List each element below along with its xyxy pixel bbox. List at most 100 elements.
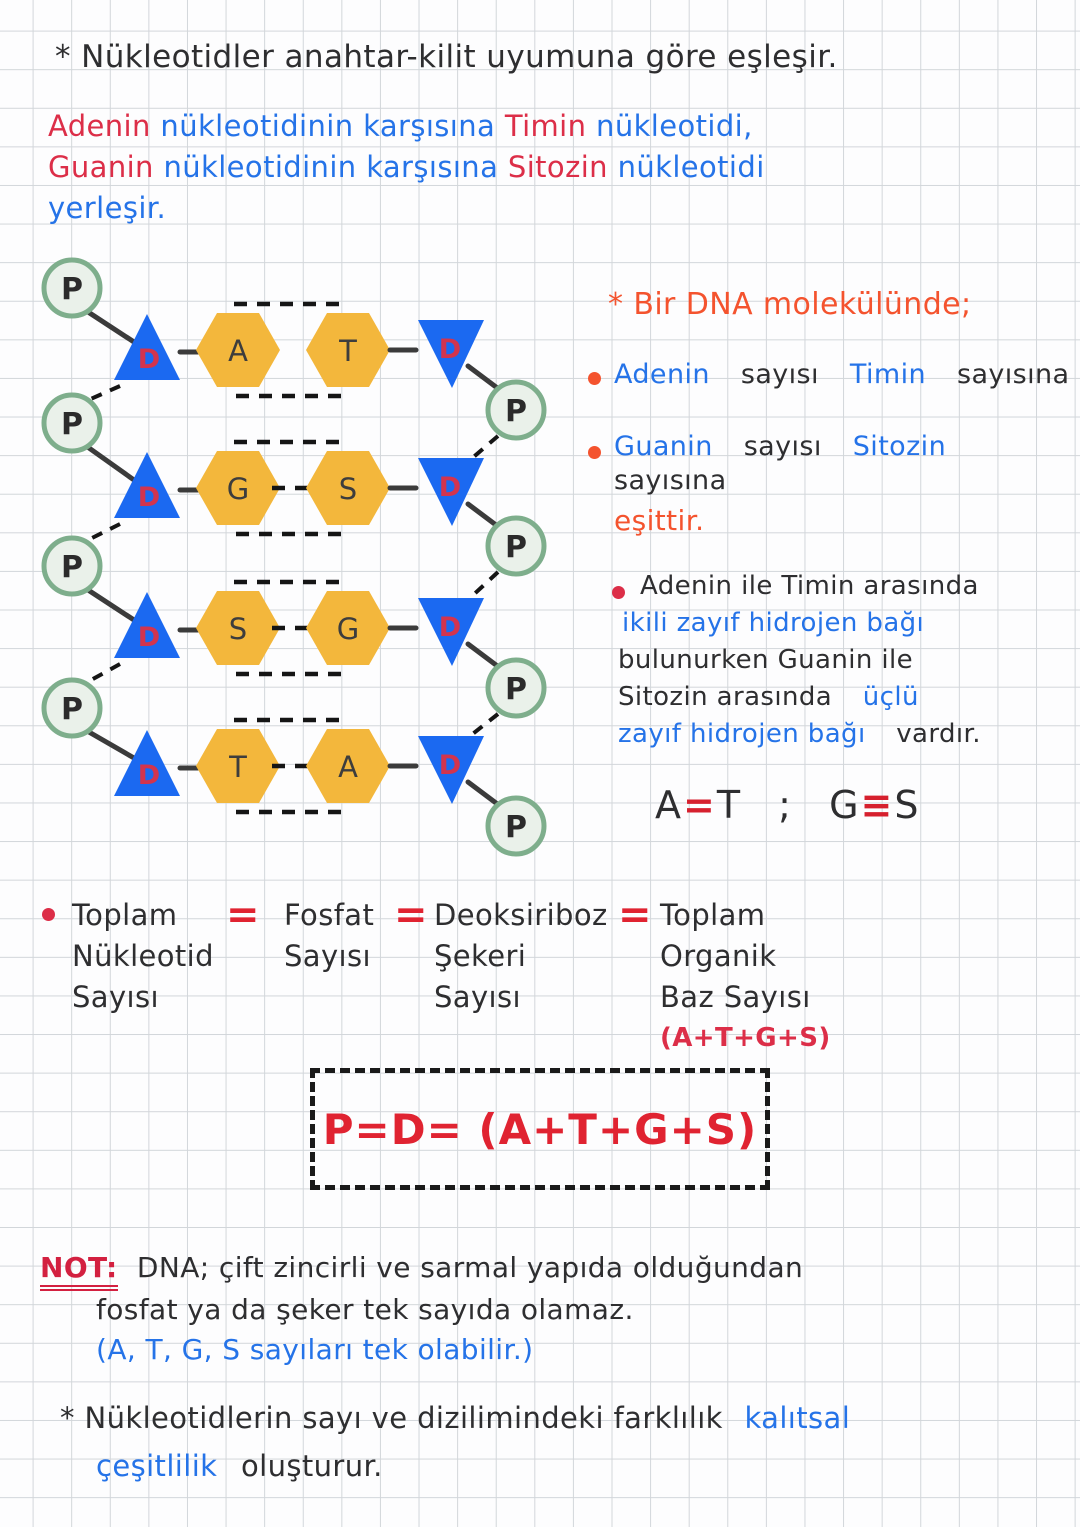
svg-text:P: P: [61, 692, 83, 727]
equals-sign: =: [226, 892, 260, 938]
word-guanin: Guanin: [48, 150, 154, 184]
pairing-paragraph: Adenin nükleotidinin karşısına Timin nük…: [48, 106, 1058, 229]
base-hexagon-icon: [196, 451, 280, 525]
text-baz-sayisi: Baz Sayısı: [660, 980, 811, 1014]
deoxyribose-triangle-icon: [418, 736, 484, 804]
word-vardir: vardır.: [896, 719, 981, 749]
word-sayisi: sayısı: [743, 431, 822, 462]
deoxyribose-triangle-icon: [418, 598, 484, 666]
equality-col-organik-baz: Toplam Organik Baz Sayısı (A+T+G+S): [660, 895, 831, 1059]
hydrogen-bond-line-3: bulunurken Guanin ile: [618, 645, 914, 675]
note-line-1: NOT: DNA; çift zincirli ve sarmal yapıda…: [40, 1250, 803, 1291]
word-timin: Timin: [504, 109, 587, 143]
text-organik: Organik: [660, 939, 777, 973]
svg-text:P: P: [505, 530, 527, 565]
word-timin: Timin: [849, 359, 926, 390]
svg-text:D: D: [439, 750, 461, 781]
word-guanin: Guanin: [614, 431, 713, 462]
base-hexagon-icon: [196, 591, 280, 665]
phosphate-icon: [41, 257, 103, 319]
svg-text:D: D: [138, 760, 160, 791]
equality-col-deoksiriboz: Deoksiriboz Şekeri Sayısı: [434, 895, 608, 1018]
phosphate-icon: [41, 677, 103, 739]
footer-line-1: * Nükleotidlerin sayı ve dizilimindeki f…: [60, 1400, 850, 1436]
svg-text:D: D: [439, 612, 461, 643]
svg-text:A: A: [228, 334, 248, 368]
phosphate-icon: [485, 657, 547, 719]
word-sitozin: Sitozin: [507, 150, 608, 184]
base-hexagon-icon: [306, 313, 390, 387]
base-hexagon-icon: [306, 591, 390, 665]
double-bond-icon: =: [683, 783, 717, 827]
equals-sign: =: [394, 892, 428, 938]
svg-text:P: P: [505, 394, 527, 429]
svg-text:P: P: [61, 550, 83, 585]
hydrogen-bond-line-2: ikili zayıf hidrojen bağı: [622, 608, 925, 638]
svg-text:D: D: [439, 472, 461, 503]
nucleotide-pair-row: P D T A D P: [41, 677, 547, 857]
pairing-text-2: nükleotidi,: [596, 109, 753, 143]
base-hexagon-icon: [306, 451, 390, 525]
adenin-timin-bullet: Adenin sayısı Timin sayısına: [614, 358, 1070, 392]
svg-text:A: A: [338, 750, 358, 784]
word-sayisina: sayısına: [614, 464, 727, 496]
word-sitozin: Sitozin: [852, 431, 947, 462]
equality-col-nukleotid: Toplam Nükleotid Sayısı: [72, 895, 214, 1018]
triple-bond-icon: ≡: [860, 783, 895, 827]
svg-text:D: D: [439, 334, 461, 365]
text-toplam: Toplam: [660, 898, 766, 932]
deoxyribose-triangle-icon: [418, 458, 484, 526]
word-kalitsal: kalıtsal: [744, 1401, 851, 1435]
deoxyribose-triangle-icon: [418, 320, 484, 388]
pairing-line-3: yerleşir.: [48, 191, 167, 225]
text-nukleotid: Nükleotid: [72, 939, 214, 973]
deoxyribose-triangle-icon: [114, 452, 180, 518]
bullet-dot: [42, 908, 55, 921]
pairing-text-4: nükleotidi: [617, 150, 765, 184]
text-zayif-hidrojen: zayıf hidrojen bağı: [618, 719, 866, 749]
phosphate-icon: [485, 795, 547, 857]
note-line-2: fosfat ya da şeker tek sayıda olamaz.: [96, 1293, 634, 1326]
bullet-dot: [588, 372, 601, 385]
bullet-dot: [588, 446, 601, 459]
dna-ladder-diagram: P D A T D P P D G: [41, 257, 547, 857]
deoxyribose-triangle-icon: [114, 592, 180, 658]
note-line-3: (A, T, G, S sayıları tek olabilir.): [96, 1333, 534, 1366]
pairing-line-2: Guanin nükleotidinin karşısına Sitozin n…: [48, 147, 1058, 188]
svg-text:D: D: [138, 344, 160, 375]
nucleotide-pair-row: P D G S D P: [41, 392, 547, 600]
word-sayisi: sayısı: [740, 359, 819, 390]
deoxyribose-triangle-icon: [114, 730, 180, 796]
text-sayisi: Sayısı: [72, 980, 159, 1014]
text-toplam: Toplam: [72, 898, 178, 932]
svg-text:S: S: [229, 612, 247, 646]
svg-text:S: S: [339, 472, 357, 506]
equality-col-fosfat: Fosfat Sayısı: [284, 895, 374, 977]
nucleotide-pair-row: P D S G D P: [41, 535, 547, 738]
text-deoksiriboz: Deoksiriboz: [434, 898, 608, 932]
pairing-line-1: Adenin nükleotidinin karşısına Timin nük…: [48, 106, 1058, 147]
text-atgs-sum: (A+T+G+S): [660, 1023, 831, 1053]
letter-a: A: [655, 783, 683, 827]
esittir-text: eşittir.: [614, 504, 705, 537]
semicolon: ;: [778, 783, 793, 827]
hydrogen-bond-line-1: Adenin ile Timin arasında: [640, 571, 979, 601]
svg-text:P: P: [505, 672, 527, 707]
phosphate-icon: [41, 392, 103, 454]
nucleotide-pair-row: P D A T D P: [41, 257, 547, 462]
note-label: NOT:: [40, 1251, 118, 1291]
phosphate-icon: [41, 535, 103, 597]
svg-text:T: T: [228, 750, 247, 784]
page-title: * Nükleotidler anahtar-kilit uyumuna gör…: [55, 39, 838, 75]
phosphate-icon: [485, 379, 547, 441]
word-uclu: üçlü: [862, 682, 919, 712]
text-fosfat: Fosfat: [284, 898, 375, 932]
svg-text:T: T: [338, 334, 357, 368]
text-sekeri: Şekeri: [434, 939, 527, 973]
text-sayisi: Sayısı: [284, 939, 371, 973]
footer-text-black: * Nükleotidlerin sayı ve dizilimindeki f…: [60, 1401, 723, 1435]
deoxyribose-triangle-icon: [114, 314, 180, 380]
pairing-text-3: nükleotidinin karşısına: [163, 150, 499, 184]
word-adenin: Adenin: [48, 109, 151, 143]
